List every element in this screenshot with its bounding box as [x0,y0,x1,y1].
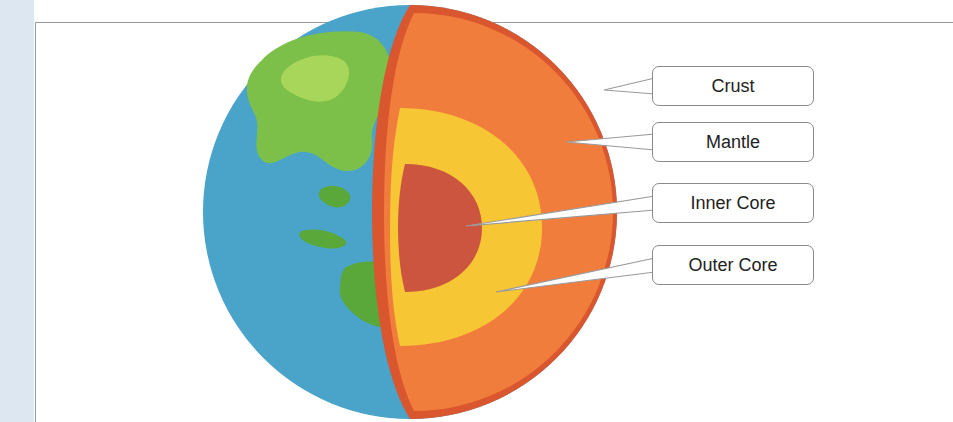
outer-core-pointer [496,258,655,292]
label-text: Mantle [706,132,760,153]
island [299,230,346,249]
label-text: Inner Core [690,193,775,214]
island [319,186,350,208]
label-text: Outer Core [688,255,777,276]
crust-pointer [604,78,655,94]
label-box: Inner Core [652,183,814,223]
continent [247,31,391,171]
inner-core-pointer [466,196,655,226]
label-text: Crust [711,76,754,97]
mantle-pointer [566,134,655,150]
continent-highland [281,55,349,101]
label-box: Outer Core [652,245,814,285]
inner-core-layer [398,164,482,292]
label-box: Mantle [652,122,814,162]
callout-tails [466,78,655,292]
outer-core-layer [390,108,542,346]
side-panel [0,0,34,422]
label-box: Crust [652,66,814,106]
